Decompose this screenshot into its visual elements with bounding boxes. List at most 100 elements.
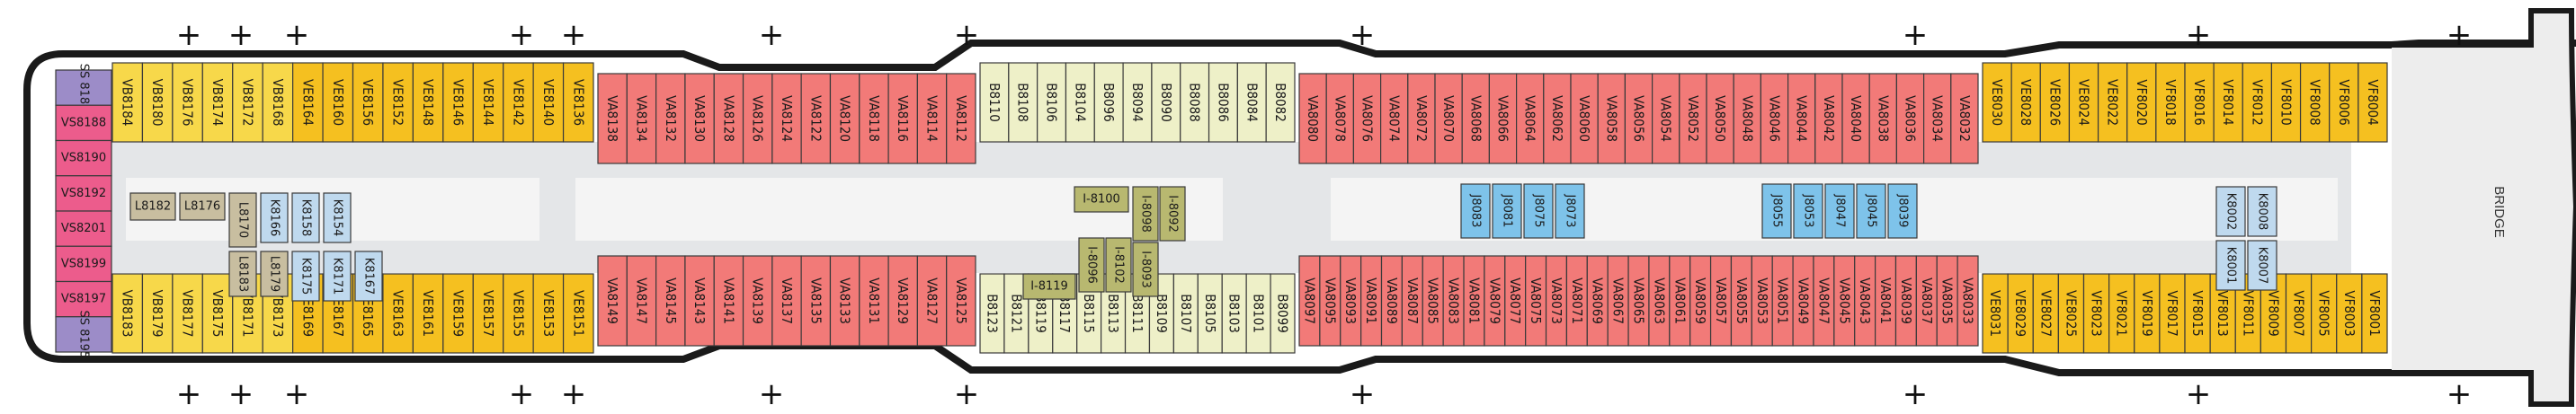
cabin-va8137[interactable]: VA8137	[771, 255, 802, 347]
cabin-va8055[interactable]: VA8055	[1730, 255, 1752, 347]
cabin-ve8146[interactable]: VE8146	[442, 62, 474, 143]
cabin-va8125[interactable]: VA8125	[946, 255, 976, 347]
cabin-b8082[interactable]: B8082	[1265, 62, 1296, 143]
cabin-ve8159[interactable]: VE8159	[442, 273, 474, 354]
cabin-ve8164[interactable]: VE8164	[292, 62, 324, 143]
cabin-vf8017[interactable]: VF8017	[2159, 273, 2186, 354]
cabin-va8058[interactable]: VA8058	[1597, 73, 1626, 164]
cabin-vf8010[interactable]: VF8010	[2270, 62, 2302, 143]
cabin-va8059[interactable]: VA8059	[1689, 255, 1712, 347]
cabin-i-8102[interactable]: I-8102	[1105, 237, 1132, 293]
cabin-b8101[interactable]: B8101	[1245, 273, 1271, 354]
cabin-va8118[interactable]: VA8118	[859, 73, 889, 164]
cabin-vf8015[interactable]: VF8015	[2184, 273, 2211, 354]
cabin-k8008[interactable]: K8008	[2247, 186, 2277, 237]
cabin-va8062[interactable]: VA8062	[1543, 73, 1572, 164]
cabin-ve8144[interactable]: VE8144	[472, 62, 504, 143]
cabin-i-8119[interactable]: I-8119	[1022, 273, 1076, 300]
cabin-va8135[interactable]: VA8135	[800, 255, 832, 347]
cabin-b8110[interactable]: B8110	[979, 62, 1010, 143]
cabin-ve8152[interactable]: VE8152	[382, 62, 414, 143]
cabin-ve8025[interactable]: VE8025	[2057, 273, 2085, 354]
cabin-va8091[interactable]: VA8091	[1360, 255, 1383, 347]
cabin-va8032[interactable]: VA8032	[1950, 73, 1979, 164]
cabin-va8060[interactable]: VA8060	[1570, 73, 1599, 164]
cabin-va8132[interactable]: VA8132	[655, 73, 686, 164]
cabin-va8122[interactable]: VA8122	[800, 73, 832, 164]
cabin-l8179[interactable]: L8179	[260, 251, 289, 297]
cabin-b8090[interactable]: B8090	[1151, 62, 1181, 143]
cabin-vb8175[interactable]: VB8175	[201, 273, 234, 354]
cabin-l8170[interactable]: L8170	[228, 192, 257, 248]
cabin-va8078[interactable]: VA8078	[1325, 73, 1354, 164]
cabin-va8079[interactable]: VA8079	[1484, 255, 1506, 347]
cabin-ve8029[interactable]: VE8029	[2007, 273, 2034, 354]
cabin-b8106[interactable]: B8106	[1037, 62, 1067, 143]
cabin-vb8179[interactable]: VB8179	[141, 273, 174, 354]
cabin-va8130[interactable]: VA8130	[684, 73, 715, 164]
cabin-i-8098[interactable]: I-8098	[1132, 186, 1159, 242]
cabin-vf8008[interactable]: VF8008	[2299, 62, 2331, 143]
cabin-va8129[interactable]: VA8129	[887, 255, 918, 347]
cabin-b8103[interactable]: B8103	[1221, 273, 1247, 354]
cabin-ve8030[interactable]: VE8030	[1982, 62, 2012, 143]
cabin-vb8177[interactable]: VB8177	[172, 273, 203, 354]
cabin-ss-8195[interactable]: SS 8195	[55, 311, 112, 359]
cabin-va8067[interactable]: VA8067	[1607, 255, 1629, 347]
cabin-vs8201[interactable]: VS8201	[55, 210, 112, 247]
cabin-va8040[interactable]: VA8040	[1841, 73, 1870, 164]
cabin-va8042[interactable]: VA8042	[1814, 73, 1843, 164]
cabin-ve8156[interactable]: VE8156	[352, 62, 384, 143]
cabin-va8120[interactable]: VA8120	[829, 73, 860, 164]
cabin-j8039[interactable]: J8039	[1887, 183, 1918, 239]
cabin-i-8092[interactable]: I-8092	[1159, 186, 1186, 242]
cabin-k8007[interactable]: K8007	[2247, 240, 2277, 291]
cabin-vf8016[interactable]: VF8016	[2184, 62, 2215, 143]
cabin-k8158[interactable]: K8158	[291, 192, 320, 243]
cabin-ve8142[interactable]: VE8142	[503, 62, 534, 143]
cabin-va8089[interactable]: VA8089	[1380, 255, 1403, 347]
cabin-vf8019[interactable]: VF8019	[2134, 273, 2161, 354]
cabin-vs8192[interactable]: VS8192	[55, 175, 112, 212]
cabin-va8076[interactable]: VA8076	[1352, 73, 1382, 164]
cabin-ve8028[interactable]: VE8028	[2010, 62, 2041, 143]
cabin-va8041[interactable]: VA8041	[1875, 255, 1897, 347]
cabin-va8049[interactable]: VA8049	[1792, 255, 1814, 347]
cabin-va8048[interactable]: VA8048	[1733, 73, 1761, 164]
cabin-b8086[interactable]: B8086	[1208, 62, 1238, 143]
cabin-ve8140[interactable]: VE8140	[532, 62, 565, 143]
cabin-va8034[interactable]: VA8034	[1923, 73, 1952, 164]
cabin-b8096[interactable]: B8096	[1093, 62, 1124, 143]
cabin-vf8014[interactable]: VF8014	[2213, 62, 2243, 143]
cabin-vf8001[interactable]: VF8001	[2361, 273, 2388, 354]
cabin-va8127[interactable]: VA8127	[916, 255, 948, 347]
cabin-va8061[interactable]: VA8061	[1669, 255, 1691, 347]
cabin-ve8151[interactable]: VE8151	[562, 273, 594, 354]
cabin-b8108[interactable]: B8108	[1008, 62, 1038, 143]
cabin-va8093[interactable]: VA8093	[1340, 255, 1362, 347]
cabin-vf8012[interactable]: VF8012	[2242, 62, 2273, 143]
cabin-ve8026[interactable]: VE8026	[2039, 62, 2071, 143]
cabin-k8175[interactable]: K8175	[291, 251, 320, 302]
cabin-b8099[interactable]: B8099	[1270, 273, 1296, 354]
cabin-va8081[interactable]: VA8081	[1463, 255, 1485, 347]
cabin-vs8199[interactable]: VS8199	[55, 245, 112, 283]
cabin-va8097[interactable]: VA8097	[1298, 255, 1321, 347]
cabin-va8050[interactable]: VA8050	[1706, 73, 1734, 164]
cabin-va8126[interactable]: VA8126	[742, 73, 773, 164]
cabin-j8083[interactable]: J8083	[1460, 183, 1491, 239]
cabin-k8166[interactable]: K8166	[260, 192, 289, 243]
cabin-vb8184[interactable]: VB8184	[111, 62, 144, 143]
cabin-va8083[interactable]: VA8083	[1442, 255, 1465, 347]
cabin-va8075[interactable]: VA8075	[1525, 255, 1547, 347]
cabin-ve8163[interactable]: VE8163	[382, 273, 414, 354]
cabin-va8073[interactable]: VA8073	[1545, 255, 1568, 347]
cabin-va8074[interactable]: VA8074	[1379, 73, 1409, 164]
cabin-i-8096[interactable]: I-8096	[1078, 237, 1105, 293]
cabin-vs8190[interactable]: VS8190	[55, 139, 112, 177]
cabin-va8038[interactable]: VA8038	[1868, 73, 1897, 164]
cabin-va8047[interactable]: VA8047	[1813, 255, 1835, 347]
cabin-ve8027[interactable]: VE8027	[2032, 273, 2059, 354]
cabin-va8071[interactable]: VA8071	[1565, 255, 1588, 347]
cabin-b8084[interactable]: B8084	[1236, 62, 1267, 143]
